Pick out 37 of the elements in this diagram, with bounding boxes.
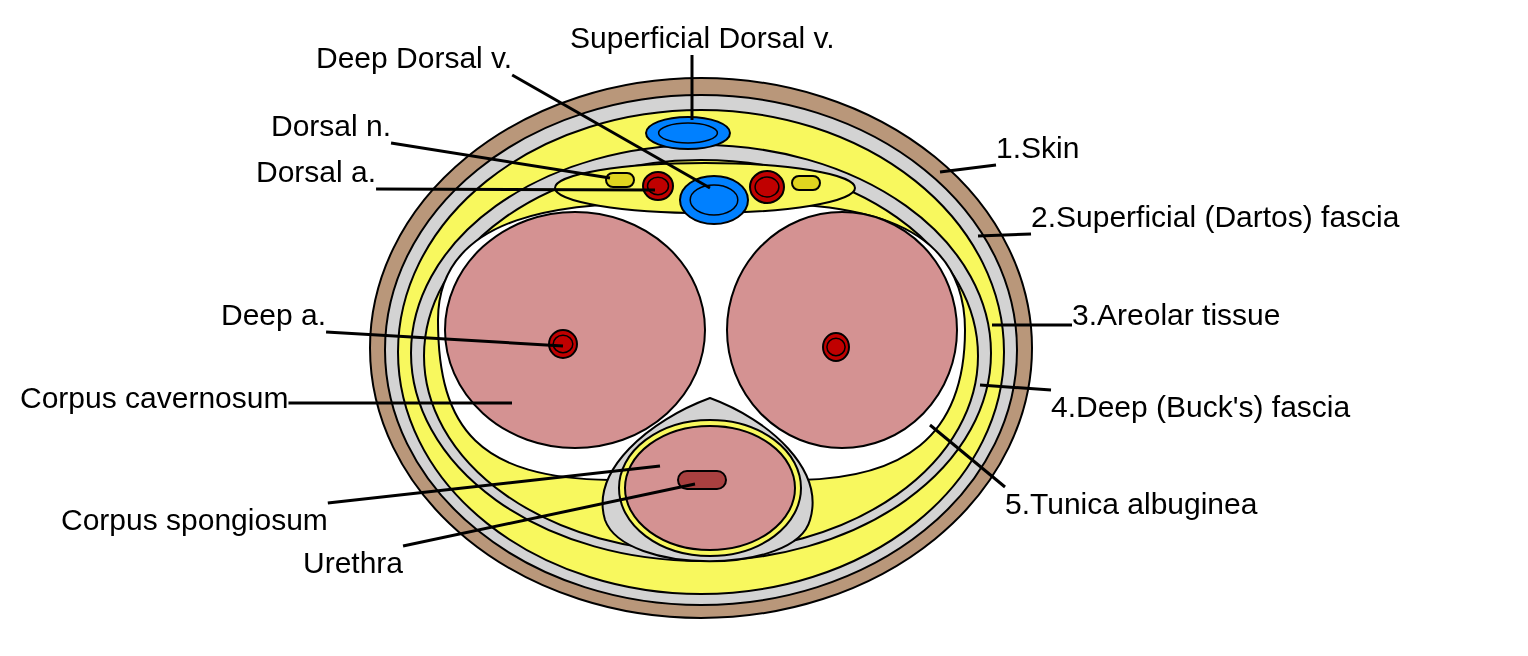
leader-line (288, 401, 512, 405)
nerve-cross-section (791, 175, 821, 191)
leader-line (327, 464, 661, 505)
anatomy-label: Dorsal a. (256, 155, 377, 189)
anatomy-label: Dorsal n. (271, 109, 392, 143)
leader-line (511, 73, 711, 190)
anatomy-label: Corpus spongiosum (61, 503, 328, 537)
anatomy-label: Deep a. (221, 298, 327, 332)
artery-cross-section (548, 329, 578, 359)
corpus-spongiosum (624, 425, 796, 551)
leader-line (977, 232, 1032, 238)
anatomy-label: Corpus cavernosum (20, 381, 289, 415)
leader-line (992, 323, 1072, 327)
leader-line (690, 55, 694, 120)
anatomy-label: 1.Skin (996, 131, 1080, 165)
artery-cross-section (642, 171, 674, 201)
leader-line (376, 187, 655, 192)
nerve-cross-section (605, 172, 635, 188)
vein-cross-section (645, 116, 731, 150)
anatomy-label: 2.Superficial (Dartos) fascia (1031, 200, 1400, 234)
anatomy-label: Deep Dorsal v. (316, 41, 513, 75)
leader-line (326, 330, 564, 348)
leader-line (390, 141, 611, 180)
anatomy-label: 5.Tunica albuginea (1005, 487, 1258, 521)
vein-cross-section (679, 175, 749, 225)
leader-line (402, 482, 696, 548)
fascia-layer (410, 144, 992, 563)
artery-cross-section (749, 170, 785, 204)
leader-line (939, 163, 997, 174)
urethra (677, 470, 727, 490)
anatomy-label: Urethra (303, 546, 404, 580)
corpus-cavernosum (444, 211, 706, 449)
corpus-cavernosum (726, 211, 958, 449)
anatomy-label: 3.Areolar tissue (1072, 298, 1281, 332)
artery-cross-section (822, 332, 850, 362)
anatomy-label: 4.Deep (Buck's) fascia (1051, 390, 1351, 424)
anatomy-label: Superficial Dorsal v. (570, 21, 835, 55)
